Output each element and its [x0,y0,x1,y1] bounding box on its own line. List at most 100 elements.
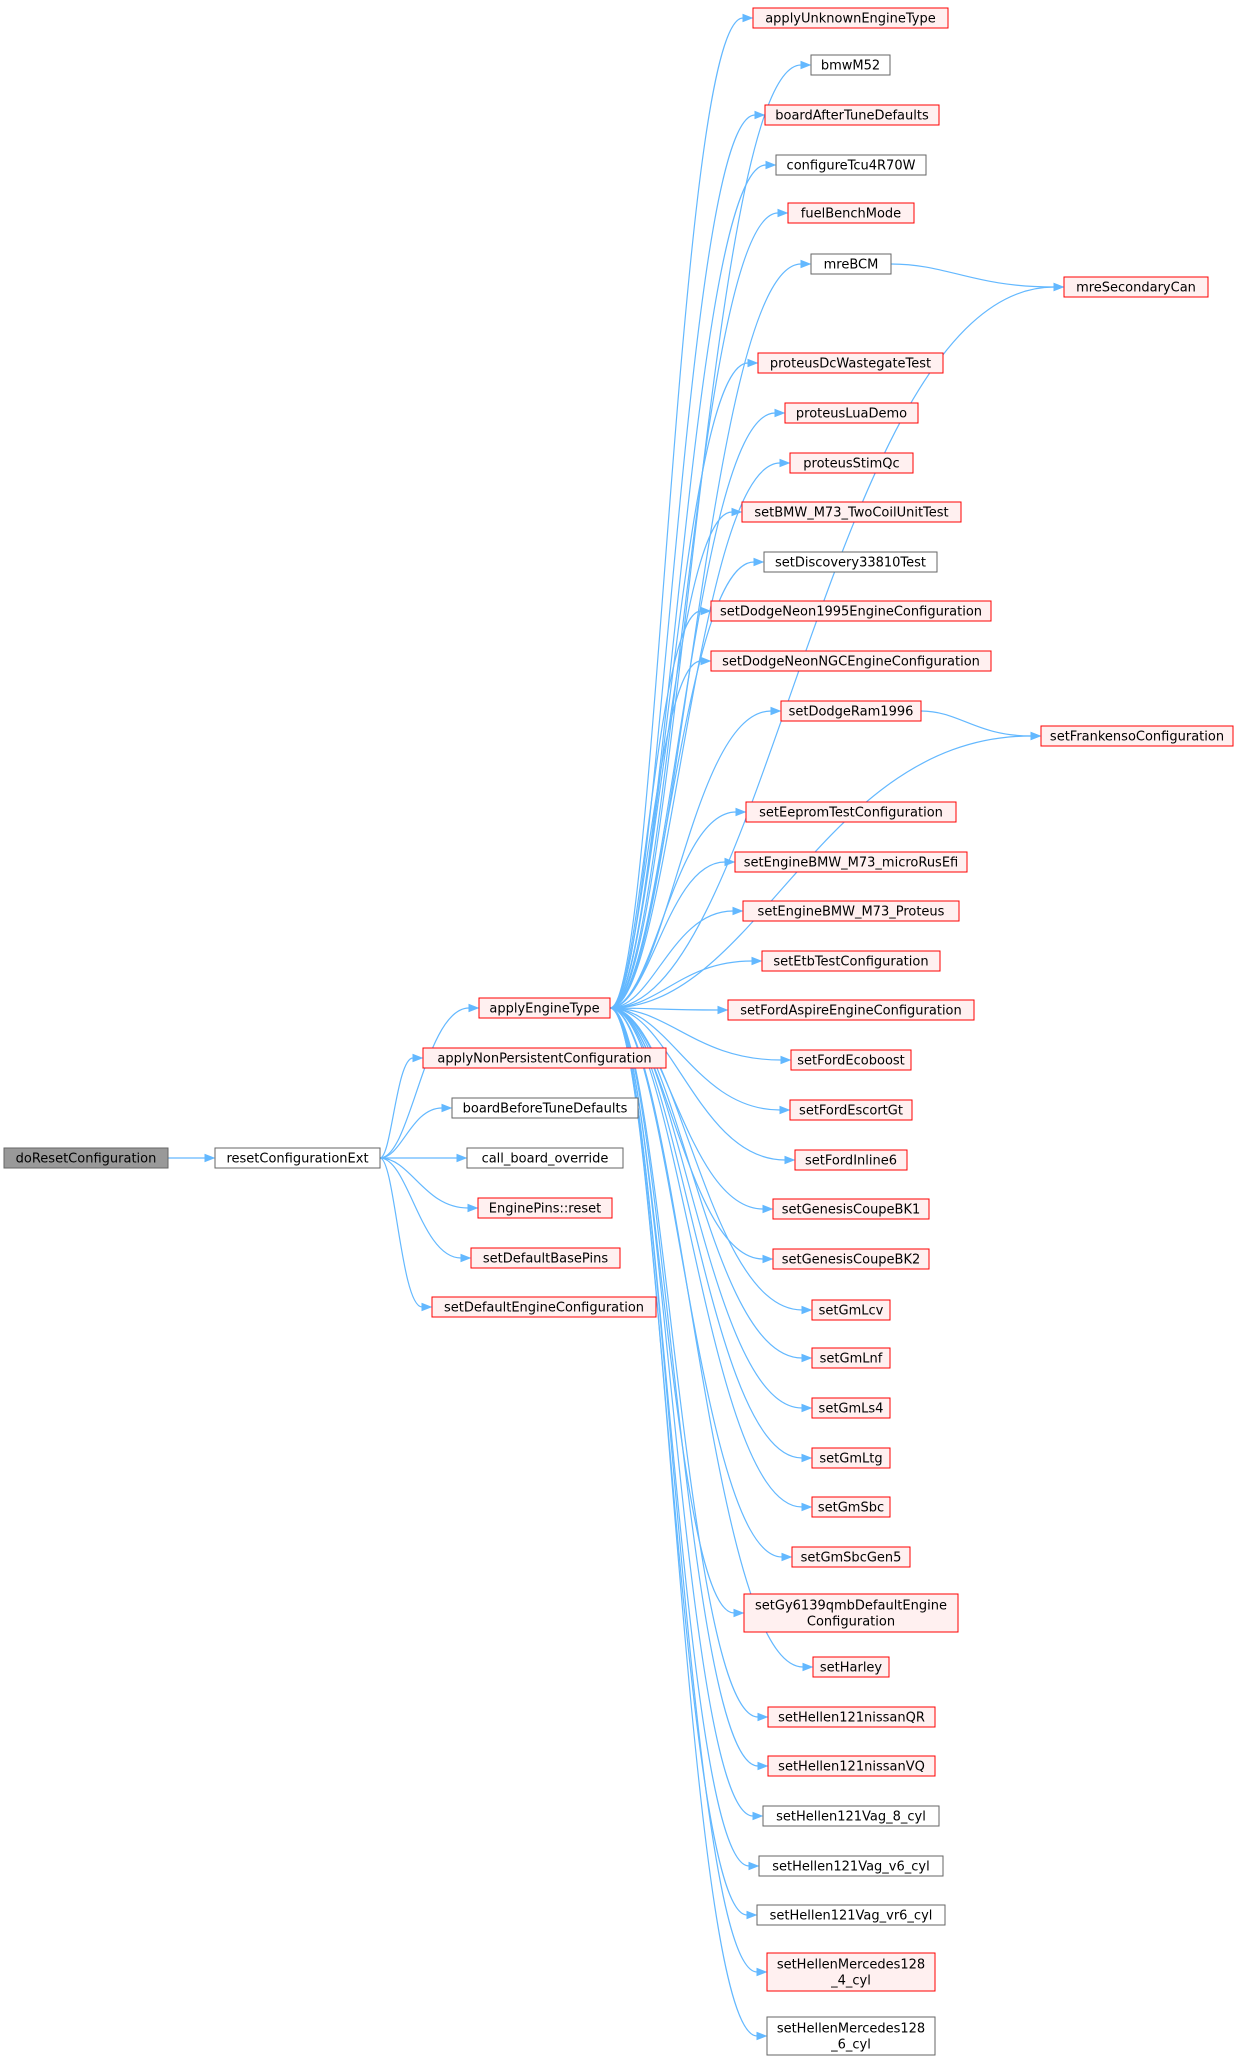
node-box [766,2016,936,2056]
node-set-ford-escort-gt[interactable]: setFordEscortGt [789,1099,913,1121]
node-box [772,1248,930,1270]
node-set-genesis-coupe-bk1[interactable]: setGenesisCoupeBK1 [772,1198,930,1220]
node-box [790,1049,912,1071]
node-label: _4_cyl [830,1974,871,1989]
node-board-before-tune-defaults[interactable]: boardBeforeTuneDefaults [451,1097,639,1119]
node-set-engine-bmw-m73-proteus[interactable]: setEngineBMW_M73_Proteus [742,900,960,922]
node-set-hellen121nissan-qr[interactable]: setHellen121nissanQR [767,1706,936,1728]
node-label: call_board_override [482,1152,609,1167]
node-set-bmw-m73-two-coil-unit-test[interactable]: setBMW_M73_TwoCoilUnitTest [741,501,962,523]
node-apply-non-persistent-configuration[interactable]: applyNonPersistentConfiguration [422,1047,667,1069]
node-fuel-bench-mode[interactable]: fuelBenchMode [787,202,915,224]
node-set-default-base-pins[interactable]: setDefaultBasePins [470,1247,621,1269]
node-set-hellen-mercedes128-6-cyl[interactable]: setHellenMercedes128_6_cyl [766,2016,936,2056]
edge-arrowhead [421,1302,433,1312]
node-box [761,950,941,972]
node-box [812,1656,890,1678]
node-label: setGmLtg [819,1452,882,1467]
node-set-engine-bmw-m73-micro-rus-efi[interactable]: setEngineBMW_M73_microRusEfi [734,851,968,873]
node-box [466,1147,624,1169]
edge-arrowhead [801,1353,813,1363]
node-set-hellen121-vag-8-cyl[interactable]: setHellen121Vag_8_cyl [762,1805,940,1827]
node-set-gm-sbc-gen5[interactable]: setGmSbcGen5 [791,1546,911,1568]
node-call-board-override[interactable]: call_board_override [466,1147,624,1169]
node-label: setDefaultBasePins [483,1252,608,1267]
edge-line [609,1007,758,2037]
node-set-dodge-neon-ngcengine-configuration[interactable]: setDodgeNeonNGCEngineConfiguration [710,650,992,672]
node-box [745,801,957,823]
node-proteus-dc-wastegate-test[interactable]: proteusDcWastegateTest [757,352,944,374]
node-proteus-lua-demo[interactable]: proteusLuaDemo [784,402,919,424]
node-do-reset-configuration[interactable]: doResetConfiguration [3,1147,169,1169]
edge-apply-engine-type-to-apply-unknown-engine-type [609,13,754,1009]
node-box [451,1097,639,1119]
node-set-gm-sbc[interactable]: setGmSbc [811,1496,891,1518]
edge-line [920,710,1032,737]
node-set-ford-inline6[interactable]: setFordInline6 [794,1149,908,1171]
node-apply-unknown-engine-type[interactable]: applyUnknownEngineType [752,7,949,29]
node-bmw-m52[interactable]: bmwM52 [810,54,891,76]
edge-line [379,1107,443,1159]
node-set-frankenso-configuration[interactable]: setFrankensoConfiguration [1040,725,1234,747]
graph-edges [168,13,1065,2041]
node-label: proteusStimQc [803,457,899,472]
edge-line [379,1157,469,1209]
node-set-dodge-ram1996[interactable]: setDodgeRam1996 [780,700,922,722]
node-set-hellen-mercedes128-4-cyl[interactable]: setHellenMercedes128_4_cyl [766,1952,936,1992]
node-set-eeprom-test-configuration[interactable]: setEepromTestConfiguration [745,801,957,823]
node-mre-bcm[interactable]: mreBCM [810,253,892,275]
node-set-gm-lcv[interactable]: setGmLcv [811,1299,891,1321]
node-set-discovery33810-test[interactable]: setDiscovery33810Test [763,551,938,573]
node-apply-engine-type[interactable]: applyEngineType [478,997,611,1019]
node-set-hellen121-vag-vr6-cyl[interactable]: setHellen121Vag_vr6_cyl [756,1904,946,1926]
edge-apply-engine-type-to-set-gm-ltg [609,1007,813,1463]
node-label: _6_cyl [830,2038,871,2053]
node-label: setGmLs4 [819,1402,884,1417]
node-mre-secondary-can[interactable]: mreSecondaryCan [1063,276,1209,298]
node-box [741,501,962,523]
edge-apply-engine-type-to-set-dodge-neon1995-engine-configuration [609,606,712,1009]
node-engine-pins-reset[interactable]: EnginePins::reset [477,1197,613,1219]
node-label: fuelBenchMode [801,207,901,222]
node-label: setFordInline6 [805,1154,897,1169]
edge-arrowhead [468,1003,480,1013]
edge-arrowhead [762,1254,774,1264]
node-box [794,1149,908,1171]
node-set-gm-ltg[interactable]: setGmLtg [811,1447,891,1469]
node-box [1063,276,1209,298]
node-set-ford-aspire-engine-configuration[interactable]: setFordAspireEngineConfiguration [727,999,975,1021]
node-board-after-tune-defaults[interactable]: boardAfterTuneDefaults [764,104,940,126]
edge-line [890,263,1055,288]
node-configure-tcu4-r70-w[interactable]: configureTcu4R70W [775,154,927,176]
node-set-genesis-coupe-bk2[interactable]: setGenesisCoupeBK2 [772,1248,930,1270]
edge-reset-configuration-ext-to-set-default-base-pins [379,1157,472,1263]
node-set-default-engine-configuration[interactable]: setDefaultEngineConfiguration [431,1296,657,1318]
edge-mre-bcm-to-mre-secondary-can [890,263,1065,292]
node-set-ford-ecoboost[interactable]: setFordEcoboost [790,1049,912,1071]
edge-line [379,1007,470,1159]
node-set-gm-ls4[interactable]: setGmLs4 [811,1397,891,1419]
edge-arrowhead [441,1103,453,1113]
node-set-gm-lnf[interactable]: setGmLnf [811,1347,891,1369]
edge-arrowhead [732,906,744,916]
edge-arrowhead [780,1055,792,1065]
edge-arrowhead [800,60,812,70]
edge-arrowhead [700,656,712,666]
node-set-hellen121nissan-vq[interactable]: setHellen121nissanVQ [767,1755,936,1777]
node-box [767,1755,936,1777]
node-set-etb-test-configuration[interactable]: setEtbTestConfiguration [761,950,941,972]
edge-apply-engine-type-to-set-gm-sbc [609,1007,813,1512]
edge-apply-engine-type-to-mre-bcm [609,259,812,1009]
node-proteus-stim-qc[interactable]: proteusStimQc [789,452,914,474]
edge-line [609,811,737,1009]
edge-reset-configuration-ext-to-board-before-tune-defaults [379,1103,453,1159]
node-set-harley[interactable]: setHarley [812,1656,890,1678]
node-reset-configuration-ext[interactable]: resetConfigurationExt [214,1147,381,1169]
edge-line [379,1157,423,1308]
node-set-dodge-neon1995-engine-configuration[interactable]: setDodgeNeon1995EngineConfiguration [710,600,992,622]
edge-arrowhead [801,1305,813,1315]
node-label: setFordEscortGt [799,1104,903,1119]
node-label: setEepromTestConfiguration [759,806,943,821]
node-set-hellen121-vag-v6-cyl[interactable]: setHellen121Vag_v6_cyl [758,1855,944,1877]
